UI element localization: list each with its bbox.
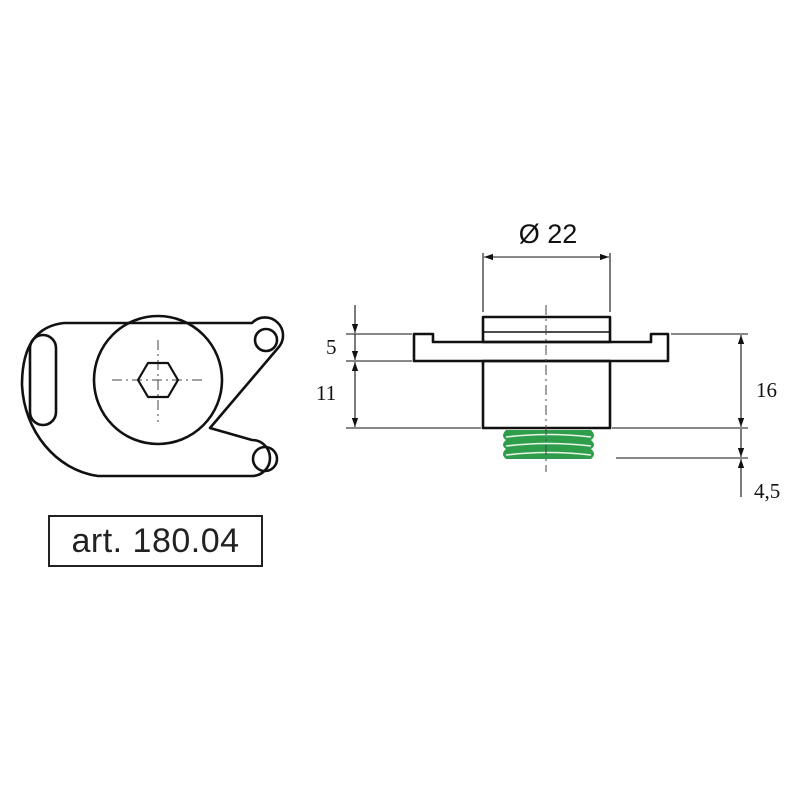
article-number: art. 180.04 (71, 521, 240, 560)
top-view (20, 314, 285, 478)
article-label: art. 180.04 (48, 515, 263, 567)
side-view-flange (412, 332, 670, 363)
body-height-label: 11 (316, 381, 336, 405)
total-height-label: 16 (756, 378, 777, 402)
flange-height-label: 5 (326, 335, 337, 359)
dimensions: Ø 22 5 11 16 4,5 (316, 219, 780, 503)
top-view-slot (28, 333, 58, 427)
diameter-label: Ø 22 (519, 219, 578, 249)
side-view (412, 305, 670, 472)
top-view-upper-pin (253, 327, 279, 353)
top-view-outline (20, 316, 285, 478)
side-view-cap (481, 315, 612, 344)
thread-fill (503, 430, 594, 459)
thread-length-label: 4,5 (754, 479, 780, 503)
top-view-disc (92, 314, 224, 446)
hex-socket-icon (136, 361, 180, 399)
top-view-lower-pin (251, 445, 279, 473)
thread (503, 430, 594, 459)
